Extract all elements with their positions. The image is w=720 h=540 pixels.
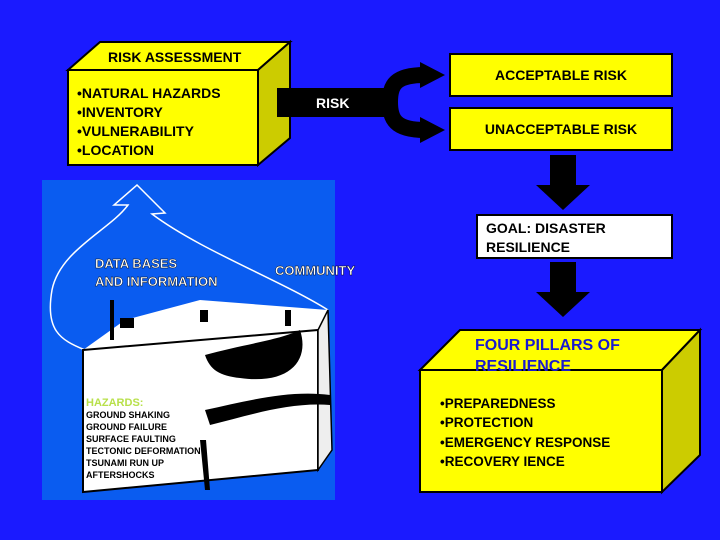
risk-bar [277,88,389,117]
hazards-title: HAZARDS: [86,397,143,409]
unacceptable-risk-label: UNACCEPTABLE RISK [485,121,637,137]
community-label: COMMUNITY [275,263,355,278]
pillar-item: •PREPAREDNESS [440,396,556,411]
pillar-item: •EMERGENCY RESPONSE [440,435,610,450]
unacceptable-risk-box [449,107,673,151]
acceptable-risk-label: ACCEPTABLE RISK [495,67,627,83]
feedback-arrow-icon [49,183,329,351]
risk-item: •NATURAL HAZARDS [77,85,221,101]
arrow-right-icon [420,62,445,88]
goal-line2: RESILIENCE [486,239,570,255]
goal-box [476,214,673,259]
hazard-item: TECTONIC DEFORMATION [86,446,201,456]
community-illustration: DATA BASES AND INFORMATION COMMUNITY HAZ… [42,180,356,500]
arrow-down-icon [536,155,590,210]
databases-line2: AND INFORMATION [95,274,218,289]
four-pillars-box: FOUR PILLARS OF RESILIENCE •PREPAREDNESS… [417,327,703,495]
split-arrow-icon [381,67,426,138]
risk-label: RISK [316,95,349,111]
hazard-item: AFTERSHOCKS [86,470,155,480]
databases-line1: DATA BASES [95,256,177,271]
risk-item: •LOCATION [77,142,154,158]
risk-item: •INVENTORY [77,104,163,120]
hazard-item: GROUND SHAKING [86,410,170,420]
arrow-down-icon [536,262,590,317]
arrow-right-icon [420,117,445,143]
hazard-item: TSUNAMI RUN UP [86,458,164,468]
acceptable-risk-box [449,53,673,97]
hazard-item: SURFACE FAULTING [86,434,176,444]
risk-item: •VULNERABILITY [77,123,195,139]
hazard-item: GROUND FAILURE [86,422,167,432]
pillars-title-line2: RESILIENCE [475,358,571,375]
pillar-item: •RECOVERY IENCE [440,454,565,469]
risk-assessment-title: RISK ASSESSMENT [108,49,242,65]
pillar-item: •PROTECTION [440,415,533,430]
risk-assessment-box: RISK ASSESSMENT •NATURAL HAZARDS •INVENT… [65,39,293,168]
pillars-title-line1: FOUR PILLARS OF [475,337,620,354]
goal-line1: GOAL: DISASTER [486,220,606,236]
